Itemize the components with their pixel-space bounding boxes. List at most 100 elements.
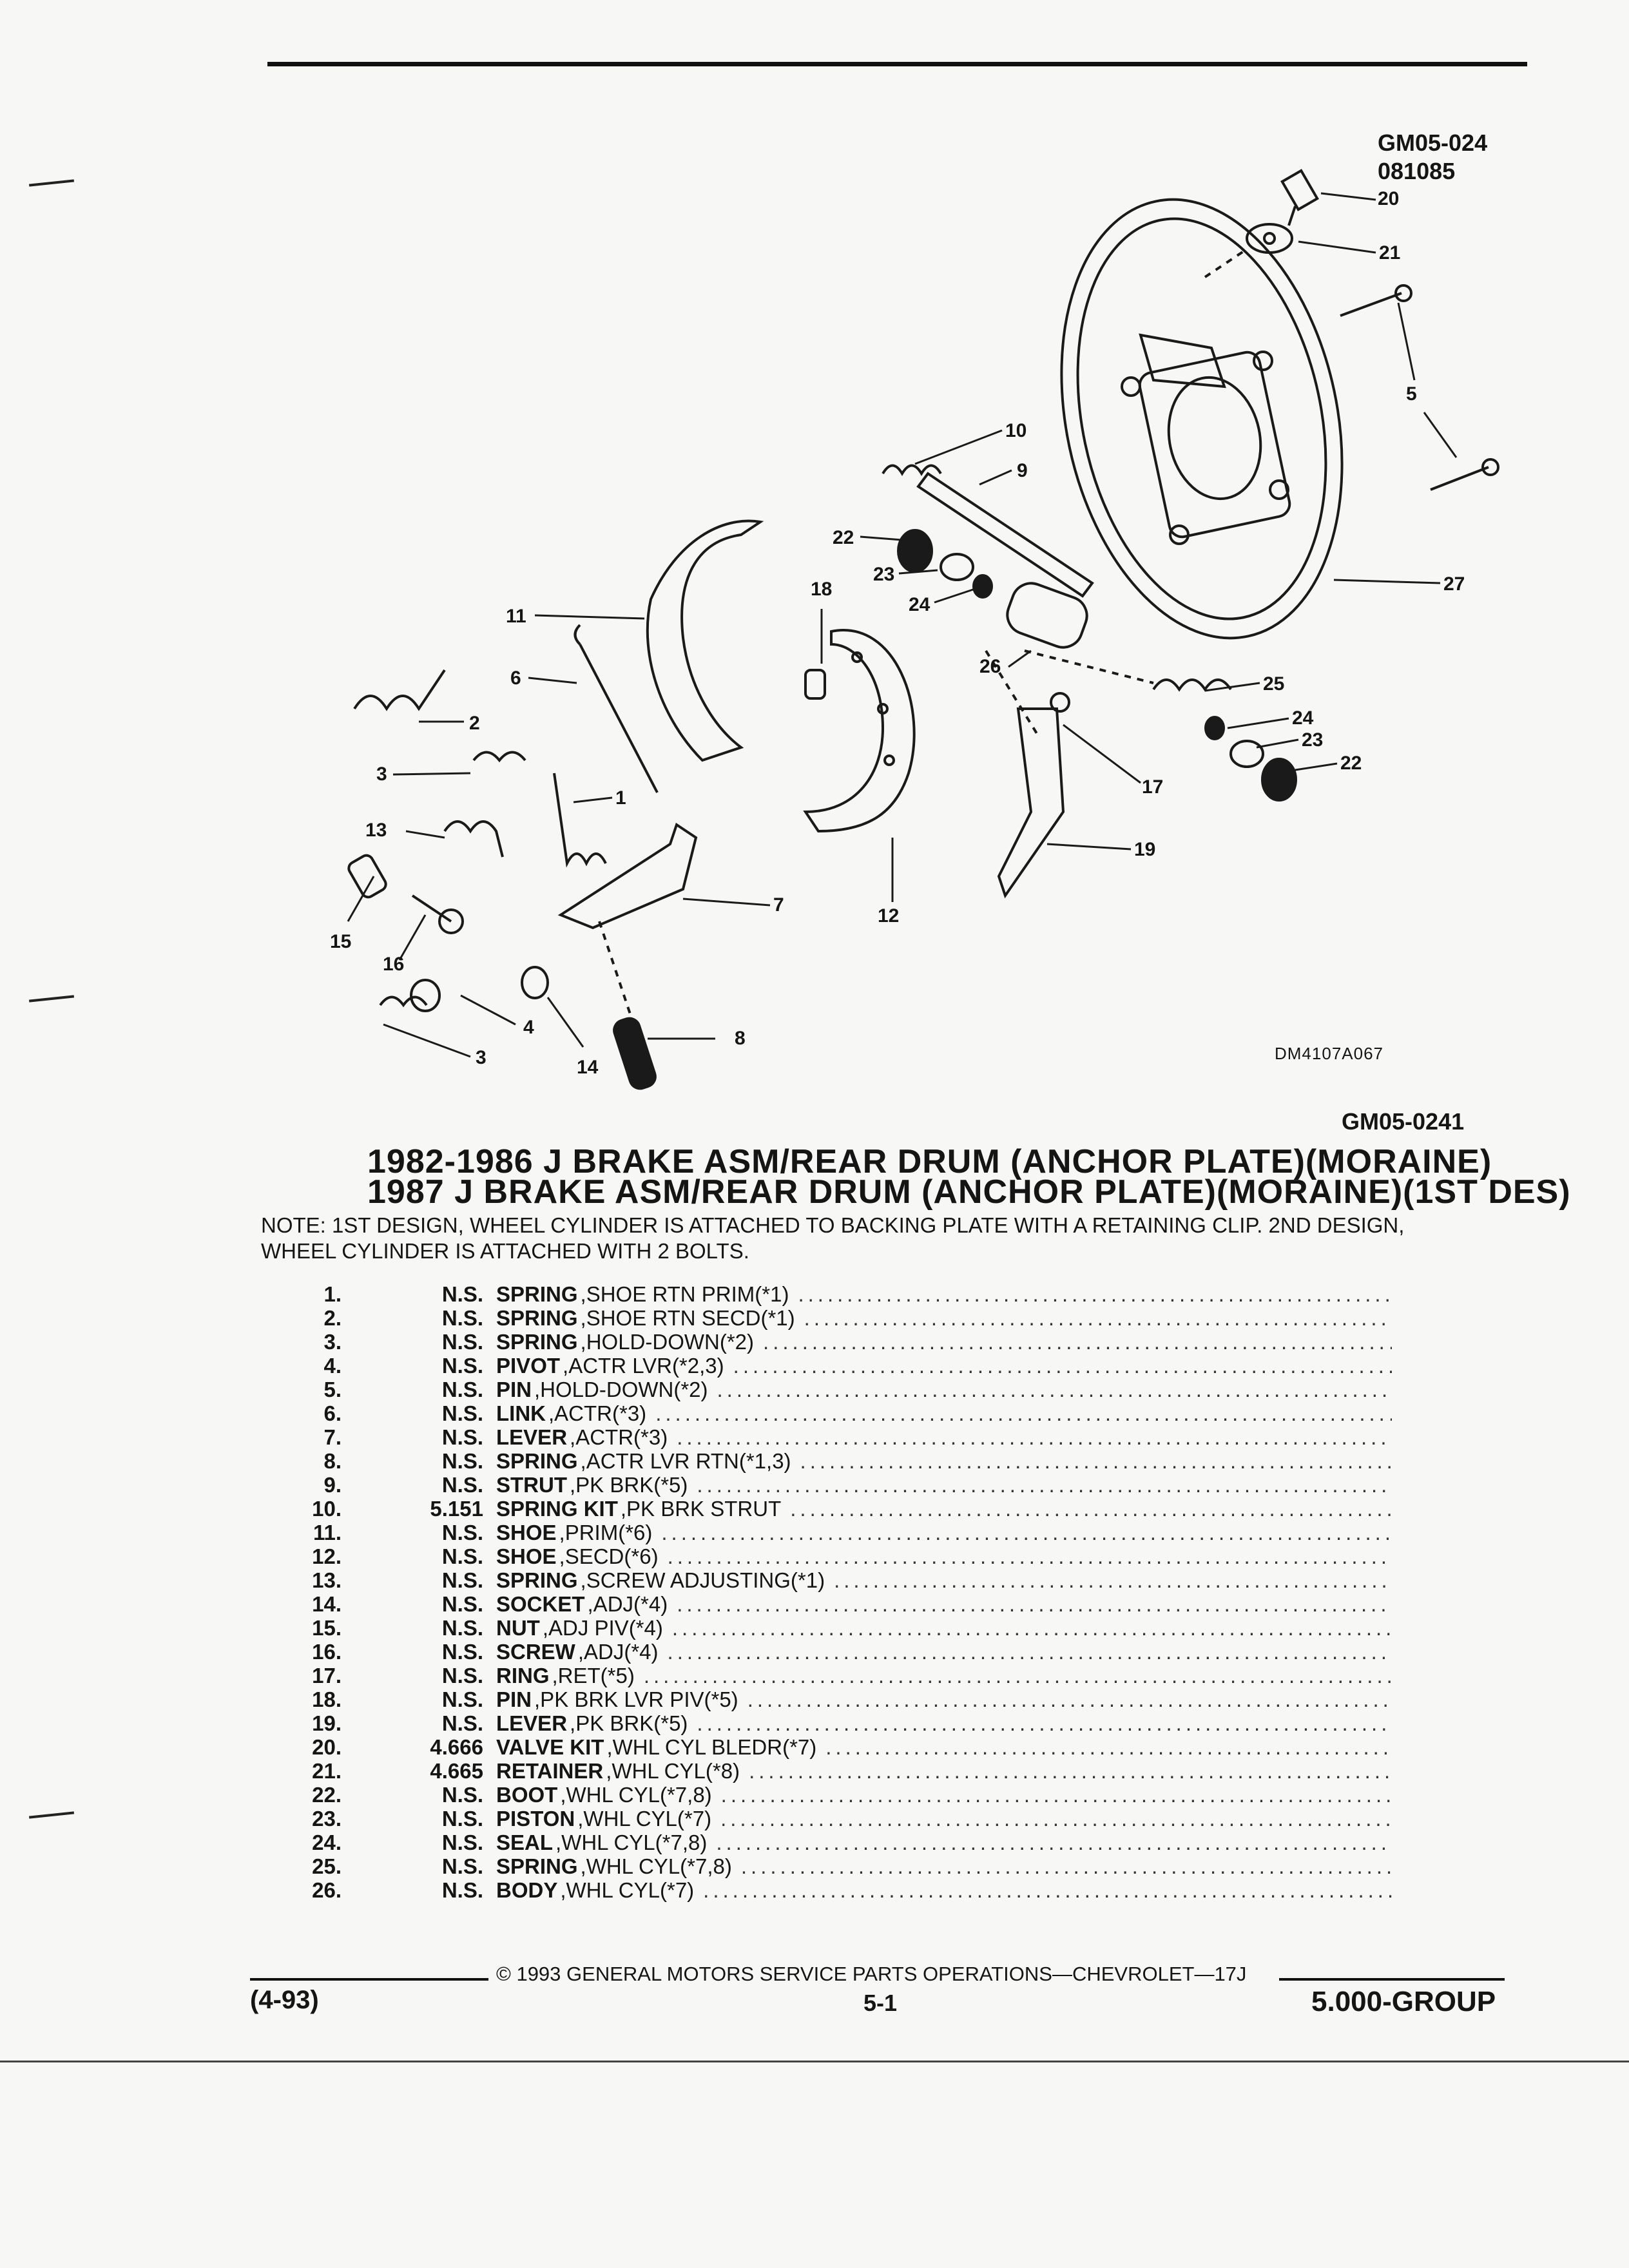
callout-4: 4 (523, 1017, 534, 1038)
hold-down-spring-3b (379, 995, 428, 1008)
part-number: N.S. (441, 1521, 483, 1544)
part-index: 18. (312, 1687, 342, 1711)
part-number: N.S. (441, 1378, 483, 1401)
part-description: ,PK BRK(*5) (570, 1711, 688, 1735)
part-index: 25. (312, 1854, 342, 1878)
part-number: N.S. (441, 1878, 483, 1902)
dot-leader: ........................................… (720, 1783, 1392, 1807)
part-number: N.S. (441, 1568, 483, 1592)
callout-23: 23 (873, 564, 895, 585)
parts-row: 17.N.S.RING,RET(*5).....................… (245, 1664, 1392, 1687)
diagram-code-2: 081085 (1378, 158, 1456, 184)
part-description: ,ACTR LVR RTN(*1,3) (580, 1449, 791, 1473)
part-description: ,SECD(*6) (559, 1544, 659, 1568)
hold-down-pin-5a (1340, 292, 1402, 317)
callout-2: 2 (469, 713, 480, 734)
part-description: ,WHL CYL(*7) (577, 1807, 712, 1831)
dot-leader: ........................................… (790, 1497, 1392, 1521)
parts-row: 7. N.S. LEVER,ACTR(*3)....................… (245, 1425, 1392, 1449)
part-description: ,WHL CYL(*7,8) (555, 1831, 708, 1854)
part-index: 7. (323, 1425, 342, 1449)
revision-date: (4-93) (250, 1986, 319, 2014)
callout-1: 1 (615, 787, 626, 809)
callout-27: 27 (1443, 573, 1465, 595)
socket-14 (521, 966, 549, 999)
callout-7: 7 (773, 894, 784, 916)
parts-row: 13.N.S.SPRING,SCREW ADJUSTING(*1).......… (245, 1568, 1392, 1592)
parts-row: 26.N.S.BODY,WHL CYL(*7).................… (245, 1878, 1392, 1902)
callout-20: 20 (1378, 188, 1400, 209)
part-index: 17. (312, 1664, 342, 1687)
part-name: SPRING (496, 1854, 578, 1878)
parts-row: 5.N.S.PIN,HOLD-DOWN(*2).................… (245, 1378, 1392, 1401)
drawing-number: DM4107A067 (1275, 1044, 1383, 1063)
part-name: SPRING (496, 1306, 578, 1330)
part-name: SPRING KIT (496, 1497, 618, 1521)
diagram-code-1: GM05-024 (1378, 130, 1488, 156)
parts-row: 25.N.S.SPRING,WHL CYL(*7,8).............… (245, 1854, 1392, 1878)
part-number: N.S. (441, 1425, 483, 1449)
boot-22a (897, 529, 933, 573)
parts-row: 12.N.S.SHOE,SECD(*6)....................… (245, 1544, 1392, 1568)
dot-leader: ........................................… (798, 1282, 1392, 1306)
parking-brake-lever-19 (997, 707, 1065, 899)
part-index: 8. (323, 1449, 342, 1473)
parts-list: 1.N.S.SPRING,SHOE RTN PRIM(*1)..........… (245, 1282, 1392, 1902)
callout-10: 10 (1005, 420, 1027, 441)
part-name: BOOT (496, 1783, 558, 1807)
part-index: 2. (323, 1306, 342, 1330)
part-index: 15. (312, 1616, 342, 1640)
part-name: LEVER (496, 1711, 568, 1735)
dot-leader: ........................................… (697, 1711, 1392, 1735)
callout-17: 17 (1142, 776, 1164, 798)
parts-row: 15.N.S.NUT,ADJ PIV(*4)..................… (245, 1616, 1392, 1640)
callout-8: 8 (735, 1028, 746, 1049)
spring-25 (1152, 678, 1232, 692)
part-description: ,ACTR(*3) (570, 1425, 668, 1449)
part-description: ,ADJ(*4) (577, 1640, 659, 1664)
pin-18 (804, 669, 826, 700)
part-description: ,PK BRK STRUT (620, 1497, 782, 1521)
part-number: N.S. (441, 1306, 483, 1330)
hold-down-spring-3a (472, 751, 526, 763)
dot-leader: ........................................… (677, 1425, 1392, 1449)
parts-row: 1.N.S.SPRING,SHOE RTN PRIM(*1)..........… (245, 1282, 1392, 1306)
part-description: ,PK BRK LVR PIV(*5) (534, 1687, 738, 1711)
part-index: 5. (323, 1378, 342, 1401)
part-index: 6. (323, 1401, 342, 1425)
callout-16: 16 (383, 954, 405, 975)
part-number: N.S. (441, 1401, 483, 1425)
parts-row: 6.N.S.LINK,ACTR(*3).....................… (245, 1401, 1392, 1425)
part-name: NUT (496, 1616, 540, 1640)
part-name: LEVER (496, 1425, 568, 1449)
parts-row: 11.N.S.SHOE,PRIM(*6)....................… (245, 1521, 1392, 1544)
dot-leader: ........................................… (671, 1616, 1392, 1640)
bottom-rule (0, 2061, 1629, 2062)
parts-row: 9.N.S.STRUT,PK BRK(*5)..................… (245, 1473, 1392, 1497)
parts-row: 4.N.S.PIVOT,ACTR LVR(*2,3)..............… (245, 1354, 1392, 1378)
parts-row: 24.N.S.SEAL,WHL CYL(*7,8)...............… (245, 1831, 1392, 1854)
part-index: 1. (323, 1282, 342, 1306)
part-description: ,WHL CYL(*7) (560, 1878, 695, 1902)
spring-2 (353, 669, 446, 711)
part-name: SPRING (496, 1282, 578, 1306)
part-index: 3. (323, 1330, 342, 1354)
bleeder-valve-20 (1280, 169, 1319, 226)
part-description: ,ADJ PIV(*4) (542, 1616, 663, 1640)
part-description: ,ACTR LVR(*2,3) (563, 1354, 724, 1378)
retainer-21 (1246, 223, 1293, 254)
parts-row: 14.N.S.SOCKET,ADJ(*4)...................… (245, 1592, 1392, 1616)
callout-9: 9 (1017, 460, 1028, 481)
spring-kit-10 (882, 464, 942, 476)
part-number: N.S. (441, 1449, 483, 1473)
part-number: N.S. (441, 1640, 483, 1664)
screw-16 (411, 894, 452, 923)
dot-leader: ........................................… (667, 1640, 1392, 1664)
part-description: ,SCREW ADJUSTING(*1) (580, 1568, 825, 1592)
piston-23b (1229, 740, 1264, 768)
callout-6: 6 (510, 668, 521, 689)
part-name: SPRING (496, 1568, 578, 1592)
part-number: N.S. (441, 1687, 483, 1711)
